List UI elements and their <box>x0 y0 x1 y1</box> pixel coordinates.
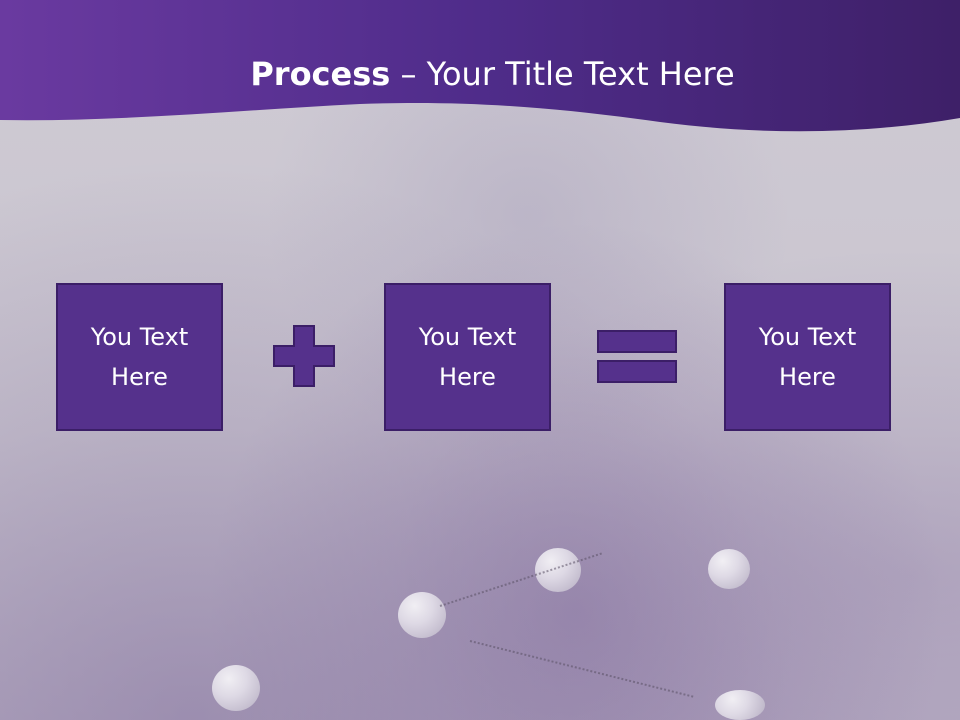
equals-icon <box>597 330 677 383</box>
pearl-bead <box>708 549 750 589</box>
process-box-text: You Text Here <box>758 323 857 391</box>
title-rest: – Your Title Text Here <box>390 55 735 93</box>
bead-chain <box>469 640 694 698</box>
plus-icon <box>273 325 335 387</box>
pearl-bead <box>398 592 446 638</box>
page-title: Process – Your Title Text Here <box>0 52 960 96</box>
title-bold: Process <box>250 55 391 93</box>
process-box-text: You Text Here <box>418 323 517 391</box>
process-box-2: You Text Here <box>384 283 551 431</box>
pearl-bead <box>535 548 581 592</box>
process-box-1: You Text Here <box>56 283 223 431</box>
pearl-bead <box>715 690 765 720</box>
title-banner <box>0 0 960 132</box>
process-box-text: You Text Here <box>90 323 189 391</box>
process-box-3: You Text Here <box>724 283 891 431</box>
pearl-bead <box>212 665 260 711</box>
